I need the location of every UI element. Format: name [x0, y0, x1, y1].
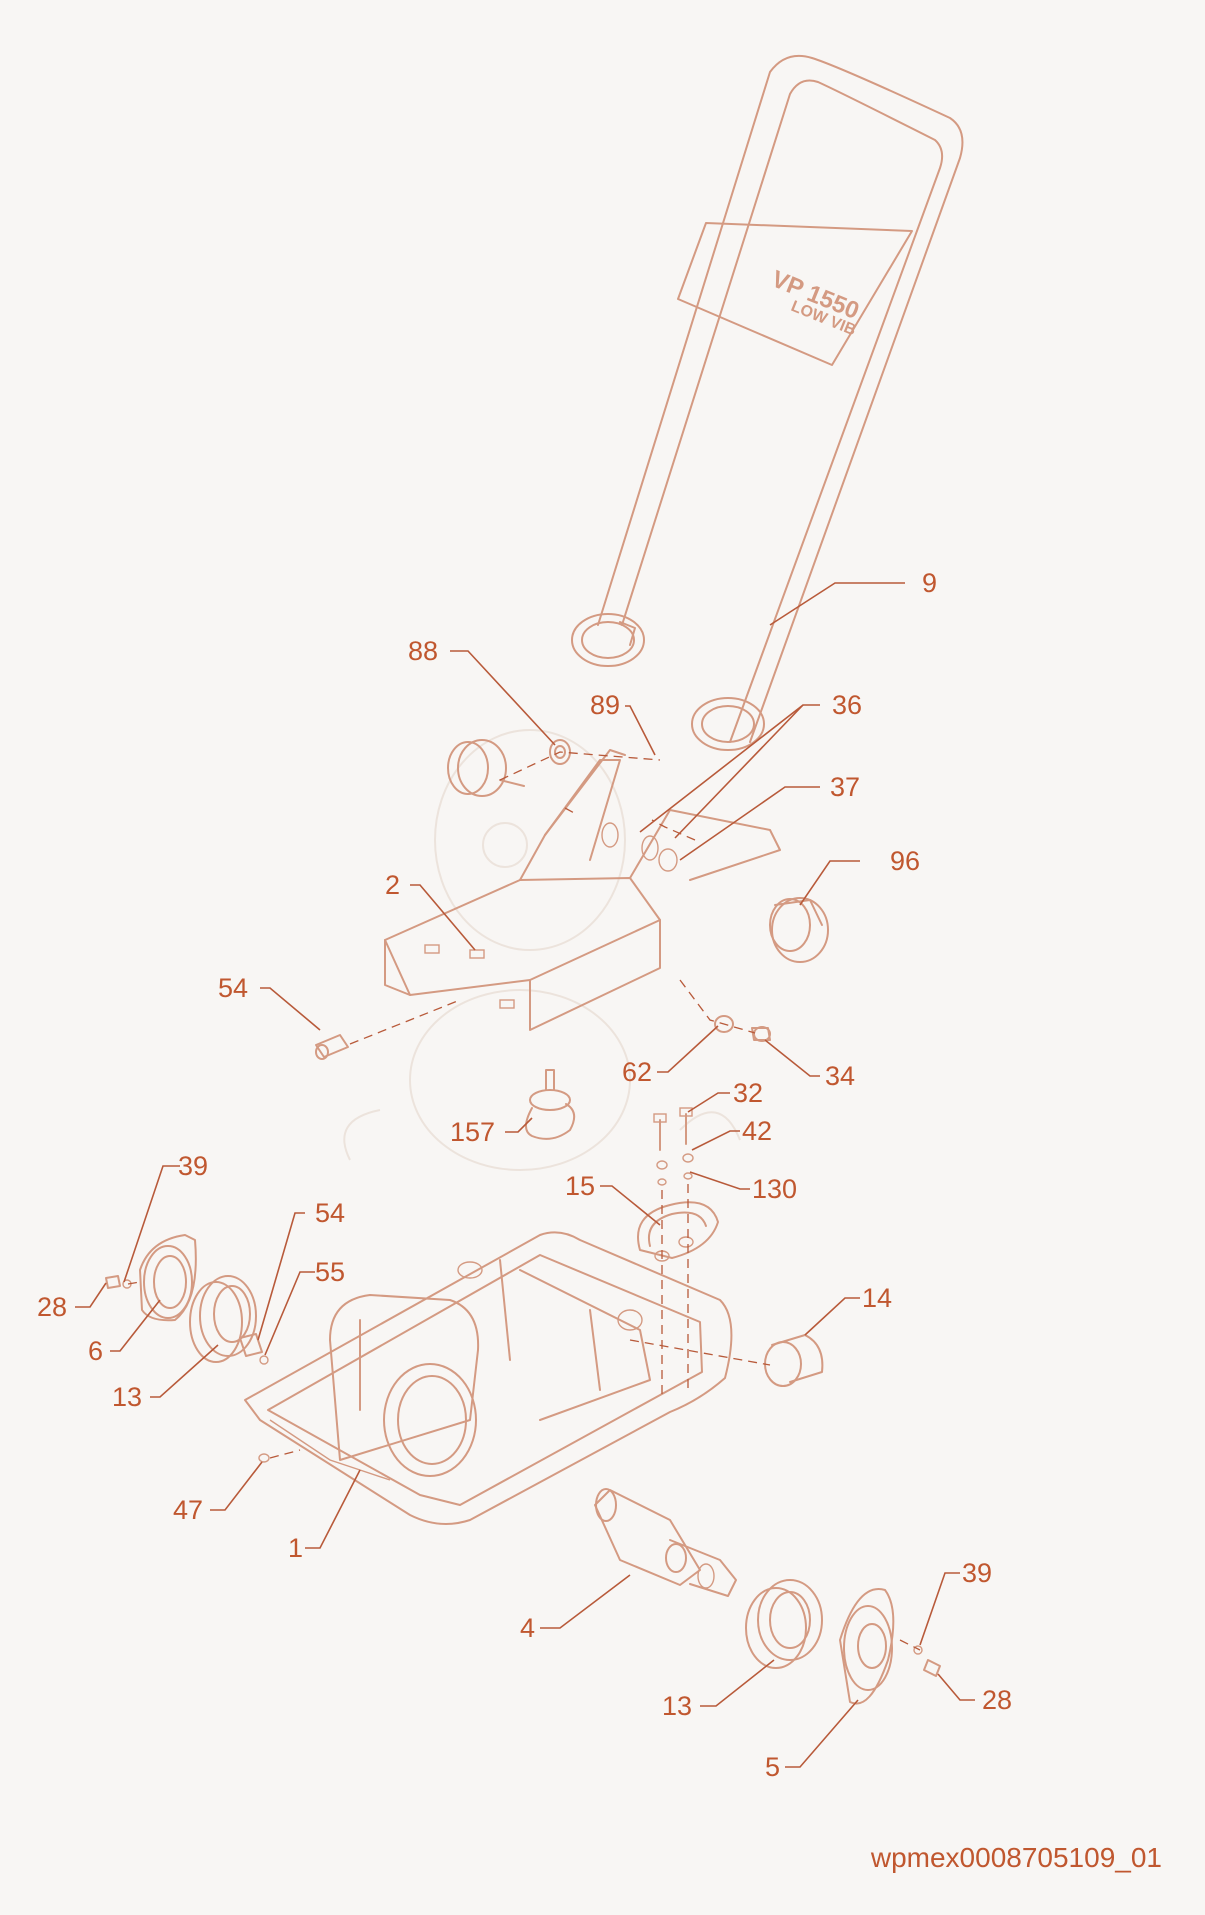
nut-part-88: [549, 739, 571, 765]
callout-130: 130: [752, 1174, 797, 1204]
callout-5: 5: [765, 1752, 780, 1782]
lifting-eye-part-15: [637, 1201, 719, 1262]
callout-54-bottom: 54: [315, 1198, 345, 1228]
bolts-part-32: [653, 1107, 694, 1186]
callout-37: 37: [830, 772, 860, 802]
callout-34: 34: [825, 1061, 855, 1091]
callout-157: 157: [450, 1117, 495, 1147]
rubber-mount-left: [447, 739, 525, 797]
callout-4: 4: [520, 1613, 535, 1643]
screw-part-54-top: [315, 1034, 349, 1060]
rubber-mount-part-96: [769, 897, 829, 963]
callout-47: 47: [173, 1495, 203, 1525]
callout-39-right: 39: [962, 1558, 992, 1588]
callout-14: 14: [862, 1283, 892, 1313]
screw-part-47: [258, 1453, 270, 1463]
exciter-shaft-part-4: [594, 1488, 737, 1597]
callout-96: 96: [890, 846, 920, 876]
callout-39-left: 39: [178, 1151, 208, 1181]
callout-28-left: 28: [37, 1292, 67, 1322]
callout-88: 88: [408, 636, 438, 666]
screw-part-34: [751, 1026, 771, 1042]
callout-labels: 9 88 89 36 37 96 2 54 62 34 157 32 42 13…: [37, 568, 1012, 1782]
callout-28-right: 28: [982, 1685, 1012, 1715]
base-plate-part-1: [244, 1231, 733, 1525]
callout-32: 32: [733, 1078, 763, 1108]
callout-9: 9: [922, 568, 937, 598]
handle-part-9: VP 1550 LOW VIB: [571, 54, 964, 751]
callout-42: 42: [742, 1116, 772, 1146]
drawing-reference-id: wpmex0008705109_01: [870, 1842, 1162, 1873]
callout-1: 1: [288, 1533, 303, 1563]
callout-6: 6: [88, 1336, 103, 1366]
callout-2: 2: [385, 870, 400, 900]
washer-part-62: [714, 1015, 734, 1033]
callout-55: 55: [315, 1257, 345, 1287]
buffer-part-157: [525, 1069, 576, 1140]
buffer-part-14: [764, 1334, 824, 1387]
callout-89: 89: [590, 690, 620, 720]
callout-54-top: 54: [218, 973, 248, 1003]
flange-part-6-left: [139, 1234, 197, 1322]
assembly-lines: [127, 751, 921, 1651]
bracket-part-2: [384, 749, 781, 1031]
callout-15: 15: [565, 1171, 595, 1201]
bearing-part-13-left: [189, 1275, 257, 1363]
leader-lines: [75, 582, 975, 1768]
callout-36: 36: [832, 690, 862, 720]
flange-part-5-right: [839, 1588, 895, 1705]
bearing-part-13-right: [745, 1579, 823, 1669]
watermark-mascot: [343, 729, 741, 1171]
callout-13-right: 13: [662, 1691, 692, 1721]
plug-part-55: [239, 1333, 269, 1365]
callout-62: 62: [622, 1057, 652, 1087]
callout-13-left: 13: [112, 1382, 142, 1412]
screw-part-28-right: [913, 1645, 941, 1677]
screw-part-28-left: [105, 1275, 132, 1289]
